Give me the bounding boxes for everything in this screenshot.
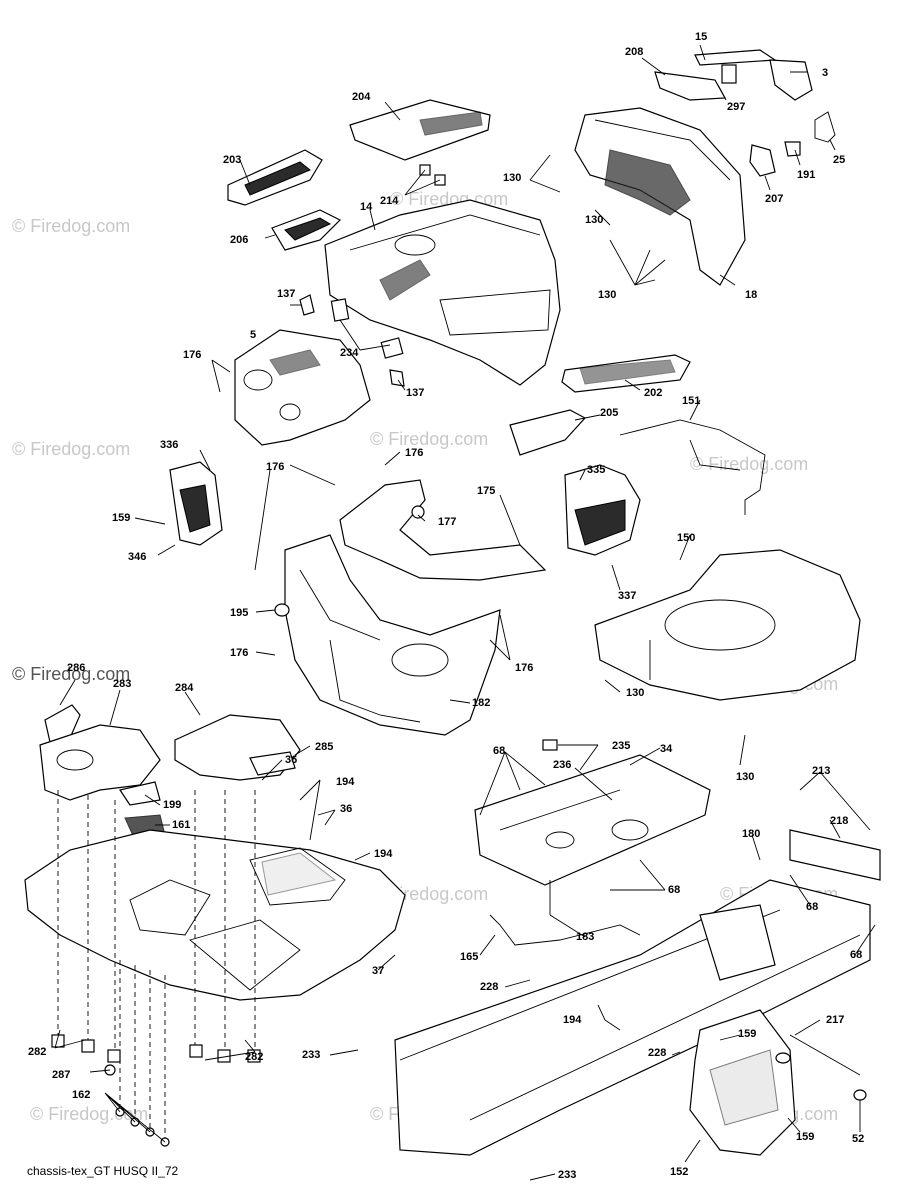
callout: 68	[493, 745, 505, 757]
callout: 335	[587, 464, 605, 476]
watermark: © Firedog.com	[12, 216, 130, 236]
callout: 159	[738, 1028, 756, 1040]
callout: 165	[460, 951, 478, 963]
callout: 159	[796, 1131, 814, 1143]
callout: 130	[736, 771, 754, 783]
callout: 151	[682, 395, 700, 407]
watermark: © Firedog.com	[370, 429, 488, 449]
chassis-assembly	[394, 739, 881, 1156]
callout: 195	[230, 607, 248, 619]
callout: 159	[112, 512, 130, 524]
callout: 176	[515, 662, 533, 674]
callout: 130	[585, 214, 603, 226]
callout: 337	[618, 590, 636, 602]
callout: 36	[340, 803, 352, 815]
callout: 286	[67, 662, 85, 674]
callout: 202	[644, 387, 662, 399]
callout: 207	[765, 193, 783, 205]
callout: 37	[372, 965, 384, 977]
callout: 191	[797, 169, 815, 181]
callout: 36	[285, 754, 297, 766]
callout: 284	[175, 682, 194, 694]
callout: 177	[438, 516, 456, 528]
callout: 233	[558, 1169, 576, 1181]
callout: 15	[695, 31, 707, 43]
callout: 194	[563, 1014, 582, 1026]
callout: 183	[576, 931, 594, 943]
callout: 336	[160, 439, 178, 451]
fender-assembly	[24, 704, 406, 1147]
callout: 282	[245, 1051, 263, 1063]
callout: 217	[826, 1014, 844, 1026]
callout: 68	[850, 949, 862, 961]
callout: 176	[230, 647, 248, 659]
callout: 206	[230, 234, 248, 246]
callout: 5	[250, 329, 256, 341]
callout: 175	[477, 485, 495, 497]
callout: 3	[822, 67, 828, 79]
callout: 68	[806, 901, 818, 913]
callout: 287	[52, 1069, 70, 1081]
callout: 180	[742, 828, 760, 840]
callout: 282	[28, 1046, 46, 1058]
callout: 52	[852, 1133, 864, 1145]
callout: 137	[406, 387, 424, 399]
callout: 14	[360, 201, 373, 213]
callout: 161	[172, 819, 190, 831]
callout: 18	[745, 289, 757, 301]
callout: 203	[223, 154, 241, 166]
callout: 208	[625, 46, 643, 58]
callout: 194	[374, 848, 393, 860]
callout: 137	[277, 288, 295, 300]
callout: 205	[600, 407, 618, 419]
callout: 25	[833, 154, 845, 166]
callout: 236	[553, 759, 571, 771]
callout: 152	[670, 1166, 688, 1178]
watermark: © Firedog.com	[690, 454, 808, 474]
callout: 228	[480, 981, 498, 993]
callout: 346	[128, 551, 146, 563]
callout: 176	[183, 349, 201, 361]
callout: 213	[812, 765, 830, 777]
watermark: © Firedog.com	[12, 664, 130, 684]
callout: 150	[677, 532, 695, 544]
callout: 162	[72, 1089, 90, 1101]
callout: 194	[336, 776, 355, 788]
callout: 297	[727, 101, 745, 113]
callout: 234	[340, 347, 359, 359]
callout: 34	[660, 743, 673, 755]
callout: 199	[163, 799, 181, 811]
callout: 130	[598, 289, 616, 301]
watermark: © Firedog.com	[12, 439, 130, 459]
callout: 68	[668, 884, 680, 896]
leader-lines	[54, 44, 876, 1181]
callout: 233	[302, 1049, 320, 1061]
callout: 182	[472, 697, 490, 709]
callout-labels: 15 208 3 297 204 25 191 207 203 130 130 …	[28, 31, 864, 1181]
callout: 176	[405, 447, 423, 459]
diagram-caption: chassis-tex_GT HUSQ II_72	[27, 1164, 178, 1178]
callout: 176	[266, 461, 284, 473]
callout: 204	[352, 91, 371, 103]
callout: 228	[648, 1047, 666, 1059]
hood-assembly	[169, 49, 861, 736]
callout: 130	[503, 172, 521, 184]
callout: 283	[113, 678, 131, 690]
callout: 214	[380, 195, 399, 207]
callout: 218	[830, 815, 848, 827]
callout: 285	[315, 741, 333, 753]
callout: 130	[626, 687, 644, 699]
callout: 235	[612, 740, 630, 752]
